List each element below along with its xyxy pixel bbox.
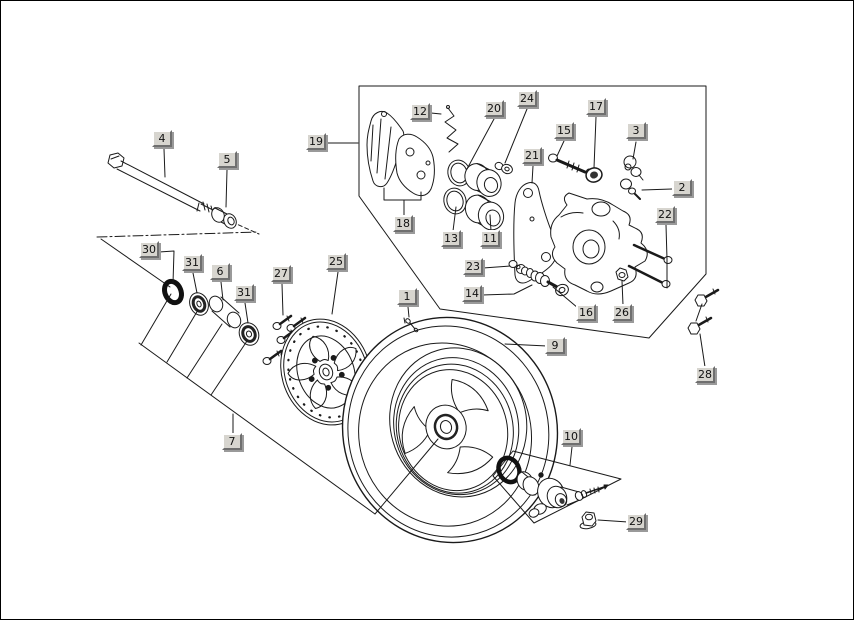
part-label-9[interactable]: 9 xyxy=(545,337,565,354)
part-label-1[interactable]: 1 xyxy=(397,288,417,305)
part-label-16[interactable]: 16 xyxy=(576,304,596,321)
part-label-30[interactable]: 30 xyxy=(139,241,159,258)
part-label-3[interactable]: 3 xyxy=(626,122,646,139)
leader-lines xyxy=(159,109,705,522)
part-label-17[interactable]: 17 xyxy=(586,98,606,115)
bearing-part-left xyxy=(186,290,211,318)
part-label-26[interactable]: 26 xyxy=(612,304,632,321)
piston-seals-part xyxy=(441,158,473,217)
part-label-15[interactable]: 15 xyxy=(554,122,574,139)
bolt-assembly-part xyxy=(509,261,570,298)
part-label-28[interactable]: 28 xyxy=(695,366,715,383)
part-label-5[interactable]: 5 xyxy=(217,151,237,168)
part-label-12[interactable]: 12 xyxy=(410,103,430,120)
axle-nut-part xyxy=(580,512,597,530)
caliper-pistons-part xyxy=(462,161,507,233)
bleed-valve-cap-part xyxy=(584,166,603,184)
part-label-6[interactable]: 6 xyxy=(210,263,230,280)
mount-bolts-part xyxy=(688,289,718,334)
part-label-10[interactable]: 10 xyxy=(561,428,581,445)
part-label-13[interactable]: 13 xyxy=(441,230,461,247)
part-label-31[interactable]: 31 xyxy=(234,284,254,301)
speedo-screw-part xyxy=(580,485,608,498)
axle-spacer-part xyxy=(209,206,238,231)
bearing-part-right xyxy=(236,320,262,348)
speedo-hub-group xyxy=(493,451,621,523)
part-label-19[interactable]: 19 xyxy=(306,133,326,150)
tire-valve-part xyxy=(404,318,418,333)
part-label-24[interactable]: 24 xyxy=(517,90,537,107)
slide-pins-part xyxy=(629,245,672,288)
pad-spring-clip-part xyxy=(445,106,458,153)
part-label-25[interactable]: 25 xyxy=(326,253,346,270)
bearing-spacer-tube-part xyxy=(207,294,243,330)
brake-pad-right-part xyxy=(396,134,435,195)
caliper-group-outline xyxy=(359,86,706,338)
part-label-11[interactable]: 11 xyxy=(480,230,500,247)
part-label-18[interactable]: 18 xyxy=(393,215,413,232)
part-label-20[interactable]: 20 xyxy=(484,100,504,117)
part-label-2[interactable]: 2 xyxy=(672,179,692,196)
part-label-7[interactable]: 7 xyxy=(222,433,242,450)
wheel-tire-part xyxy=(316,292,584,568)
brake-pad-left-part xyxy=(367,111,404,186)
part-label-21[interactable]: 21 xyxy=(522,147,542,164)
nut-26-part xyxy=(616,268,628,281)
hub-seal-part xyxy=(161,279,184,305)
part-label-23[interactable]: 23 xyxy=(463,258,483,275)
part-label-27[interactable]: 27 xyxy=(271,265,291,282)
bearing-group-bracket xyxy=(139,294,438,514)
part-label-22[interactable]: 22 xyxy=(655,206,675,223)
part-label-4[interactable]: 4 xyxy=(152,130,172,147)
axle-centerline xyxy=(97,222,259,287)
part-label-29[interactable]: 29 xyxy=(626,513,646,530)
wheel-spoke-cutouts xyxy=(377,372,507,505)
small-bolt-24-part xyxy=(494,161,514,175)
banjo-fitting-part xyxy=(621,179,641,199)
caliper-body-part xyxy=(551,193,648,294)
part-label-14[interactable]: 14 xyxy=(462,285,482,302)
part-label-31[interactable]: 31 xyxy=(182,254,202,271)
